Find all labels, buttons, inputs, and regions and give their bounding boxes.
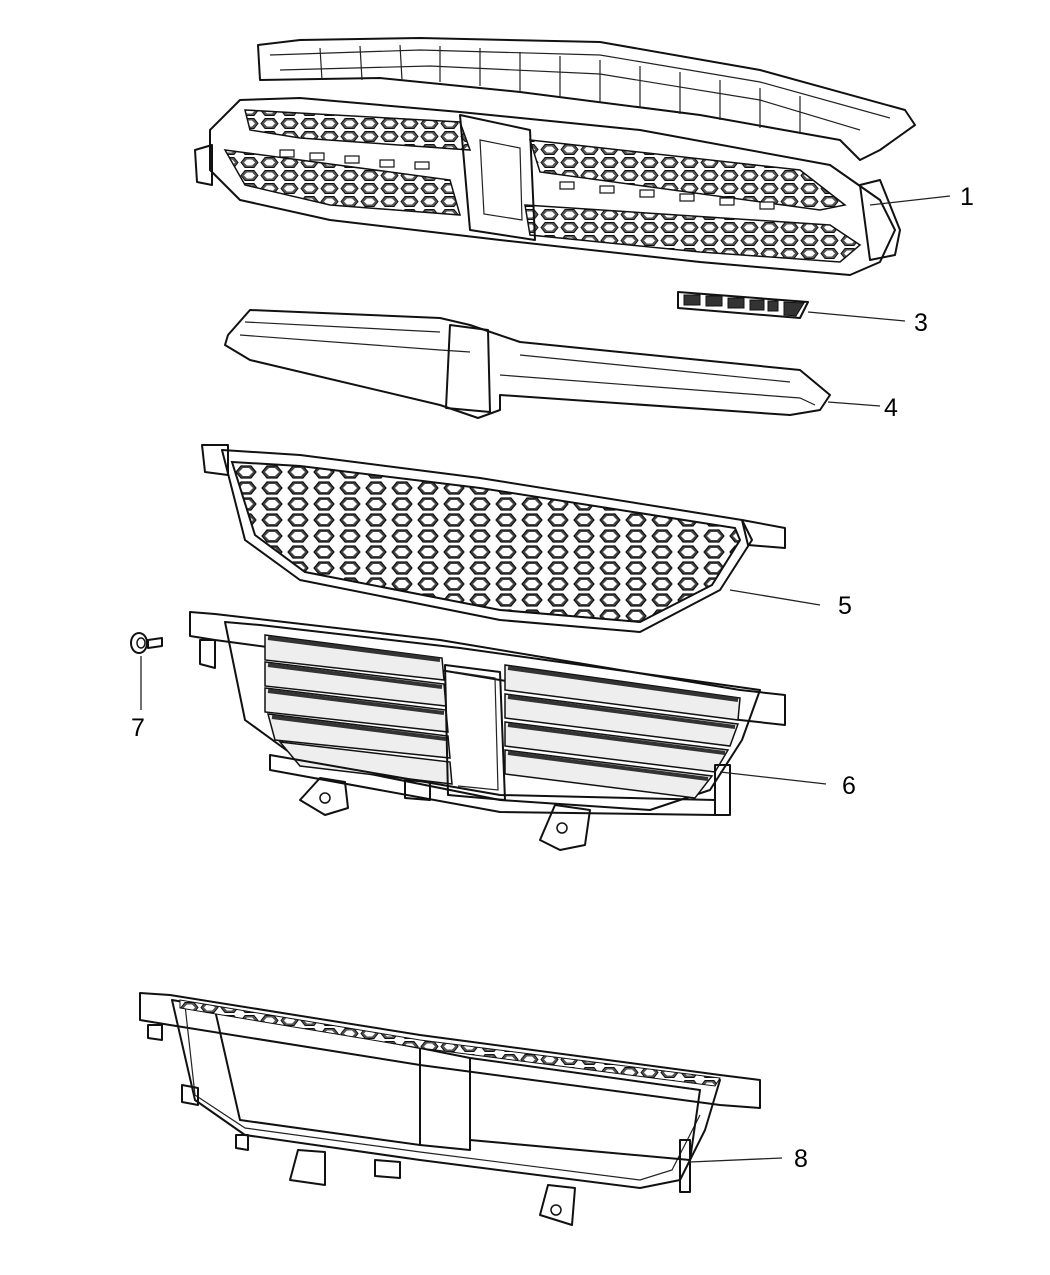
callout-5: 5 <box>838 592 852 620</box>
callout-7: 7 <box>131 714 145 742</box>
callout-1: 1 <box>960 183 974 211</box>
callout-8: 8 <box>794 1145 808 1173</box>
callout-4: 4 <box>884 394 898 422</box>
callout-3: 3 <box>914 309 928 337</box>
active-shutter-grille <box>189 611 827 851</box>
grille-mesh-insert <box>201 444 821 633</box>
nameplate-badge <box>677 291 906 322</box>
screw-fastener <box>130 632 163 710</box>
grille-shutter-frame <box>139 992 783 1226</box>
callout-labels: 1 3 4 5 6 7 8 <box>131 183 974 1173</box>
callout-6: 6 <box>842 772 856 800</box>
grille-crosshair-bezel <box>224 309 881 419</box>
grille-assembly <box>194 37 951 276</box>
